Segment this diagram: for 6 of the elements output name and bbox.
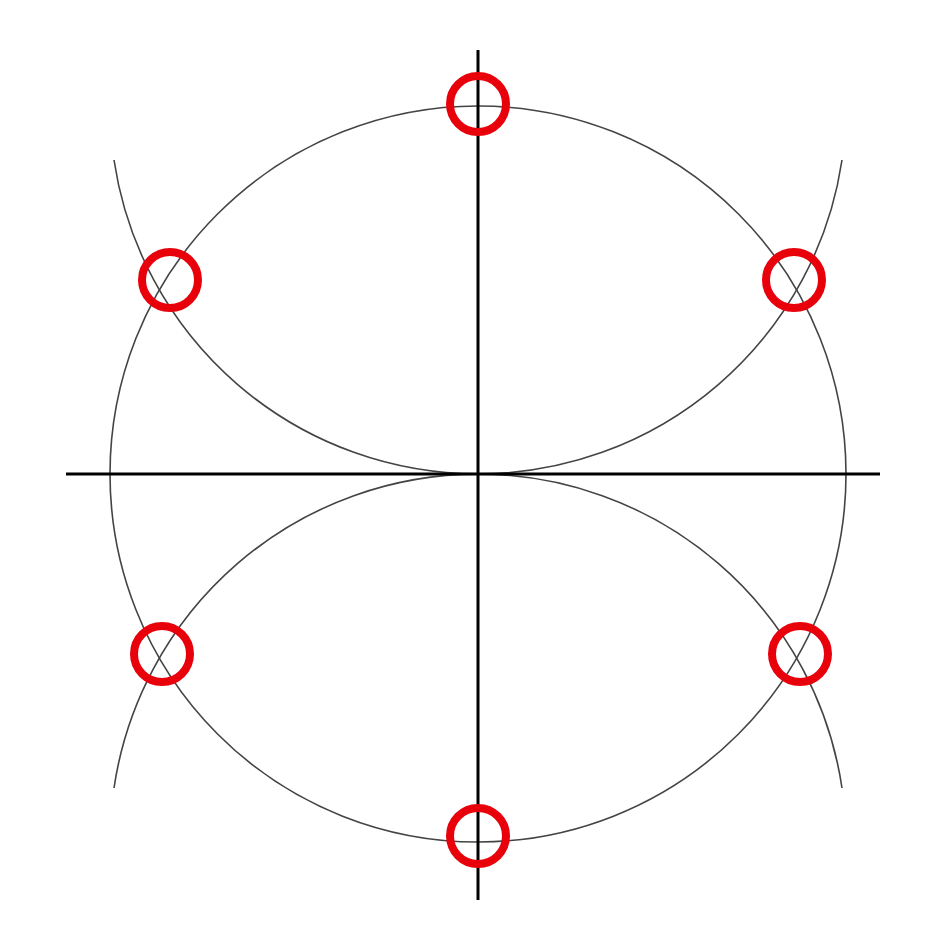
intersection-marker: [768, 622, 832, 686]
intersection-marker: [446, 72, 510, 136]
intersection-marker: [446, 804, 510, 868]
intersection-marker: [138, 248, 202, 312]
intersection-marker: [130, 622, 194, 686]
intersection-marker: [762, 248, 826, 312]
